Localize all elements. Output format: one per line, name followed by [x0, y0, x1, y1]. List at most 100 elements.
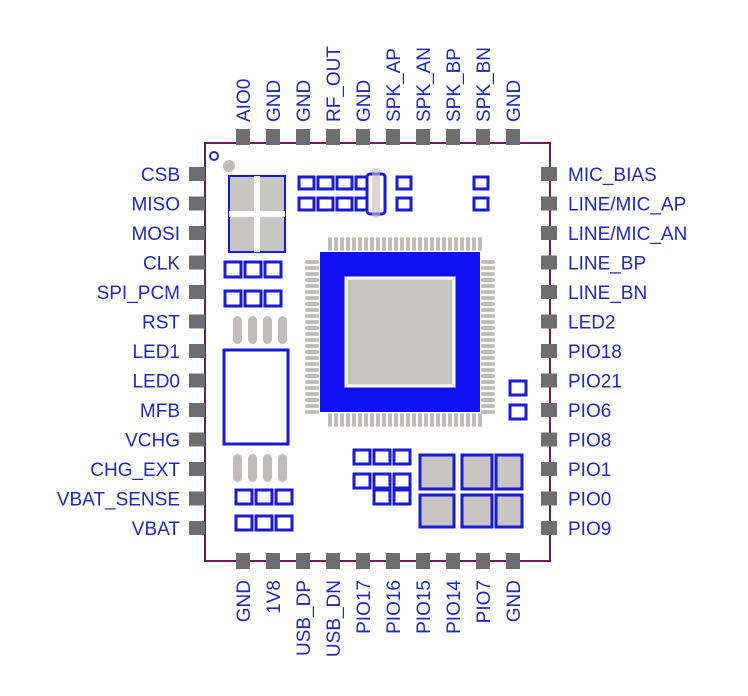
pin-label-right: PIO18: [568, 342, 622, 363]
capacitor-pad: [297, 196, 316, 212]
die-pad: [481, 344, 495, 348]
die-pad: [346, 237, 350, 251]
die-pad: [424, 237, 428, 251]
pin-pads: [189, 129, 557, 569]
die-pad: [436, 413, 440, 427]
die-pad: [328, 237, 332, 251]
capacitor-pad: [316, 196, 335, 212]
die-pad: [454, 413, 458, 427]
pin-label-top: AIO0: [234, 79, 255, 122]
chip-core: [344, 276, 456, 388]
pin-pad-bottom: [326, 553, 340, 569]
die-pad: [305, 278, 319, 282]
die-pad: [305, 290, 319, 294]
die-pad: [305, 374, 319, 378]
pin-pad-bottom: [476, 553, 490, 569]
pin-label-top: GND: [264, 80, 285, 122]
die-pad: [442, 413, 446, 427]
pin-pad-right: [541, 432, 557, 447]
die-pad: [334, 413, 338, 427]
pin-pad-right: [541, 314, 557, 329]
large-smd-pad: [418, 493, 456, 529]
pin-pad-left: [189, 491, 205, 506]
die-pad: [481, 284, 495, 288]
die-pad: [364, 237, 368, 251]
die-pad: [481, 410, 495, 414]
die-pad: [352, 413, 356, 427]
capacitor-pad: [472, 175, 490, 191]
die-pad: [481, 260, 495, 264]
die-pad: [305, 308, 319, 312]
capacitor-pad: [316, 175, 335, 191]
resistor-pad: [392, 448, 412, 466]
pin-pad-bottom: [356, 553, 370, 569]
die-pad: [478, 237, 482, 251]
resistor-pad: [254, 514, 274, 532]
pin-label-right: PIO1: [568, 460, 611, 481]
pin-label-bottom: PIO17: [354, 580, 375, 634]
pin-label-right: LINE_BP: [568, 254, 646, 275]
pin-label-top: GND: [354, 80, 375, 122]
large-smd-pad: [460, 493, 494, 529]
die-pad: [358, 413, 362, 427]
pin-label-bottom: GND: [504, 580, 525, 622]
pin-pad-top: [506, 129, 520, 145]
pin-label-bottom: 1V8: [264, 580, 285, 614]
die-pad: [376, 413, 380, 427]
pin-pad-left: [189, 521, 205, 535]
pin-label-left: MFB: [140, 401, 180, 422]
pin-label-bottom: PIO7: [474, 580, 495, 623]
resistor-pad: [392, 472, 412, 490]
pin-label-bottom: USB_DN: [324, 580, 345, 657]
die-pad: [481, 302, 495, 306]
pad-pill: [248, 454, 257, 482]
pin-pad-left: [189, 314, 205, 329]
capacitor-pad: [472, 196, 490, 212]
pin-pad-right: [541, 285, 557, 299]
die-pad-ring: [305, 237, 495, 427]
die-pad: [460, 237, 464, 251]
pin-pad-top: [446, 129, 460, 145]
resistor-pad: [254, 488, 274, 506]
die-pad: [406, 237, 410, 251]
die-pad: [412, 413, 416, 427]
die-pad: [346, 413, 350, 427]
die-pad: [466, 237, 470, 251]
die-pad: [394, 413, 398, 427]
pin-label-top: SPK_BP: [444, 48, 465, 122]
pin-pad-top: [296, 129, 310, 145]
pin-label-left: LED0: [132, 372, 180, 393]
pin-pad-left: [189, 226, 205, 240]
pin-pad-left: [189, 373, 205, 388]
die-pad: [481, 314, 495, 318]
capacitor-pad: [508, 379, 528, 397]
pad-pill: [278, 454, 287, 482]
die-pad: [418, 237, 422, 251]
pin-pad-top: [386, 129, 400, 145]
die-pad: [352, 237, 356, 251]
pin-label-left: SPI_PCM: [97, 283, 180, 304]
die-pad: [481, 398, 495, 402]
die-pad: [370, 413, 374, 427]
die-pad: [328, 413, 332, 427]
die-pad: [370, 237, 374, 251]
pin-label-top: GND: [294, 80, 315, 122]
die-pad: [481, 350, 495, 354]
pin-label-top: SPK_AP: [384, 48, 405, 122]
pin-label-bottom: PIO16: [384, 580, 405, 634]
pin-pad-top: [356, 129, 370, 145]
die-pad: [305, 338, 319, 342]
pin-label-bottom: PIO14: [444, 580, 465, 634]
pin-pad-right: [541, 167, 557, 181]
die-pad: [400, 413, 404, 427]
pin-label-left: VCHG: [125, 431, 180, 452]
resistor-pad: [372, 488, 392, 506]
pin-label-left: VBAT: [132, 519, 181, 540]
pin-label-right: PIO9: [568, 519, 611, 540]
die-pad: [430, 237, 434, 251]
die-pad: [430, 413, 434, 427]
die-pad: [305, 368, 319, 372]
die-pad: [481, 296, 495, 300]
pin-pad-right: [541, 196, 557, 211]
die-pad: [481, 338, 495, 342]
